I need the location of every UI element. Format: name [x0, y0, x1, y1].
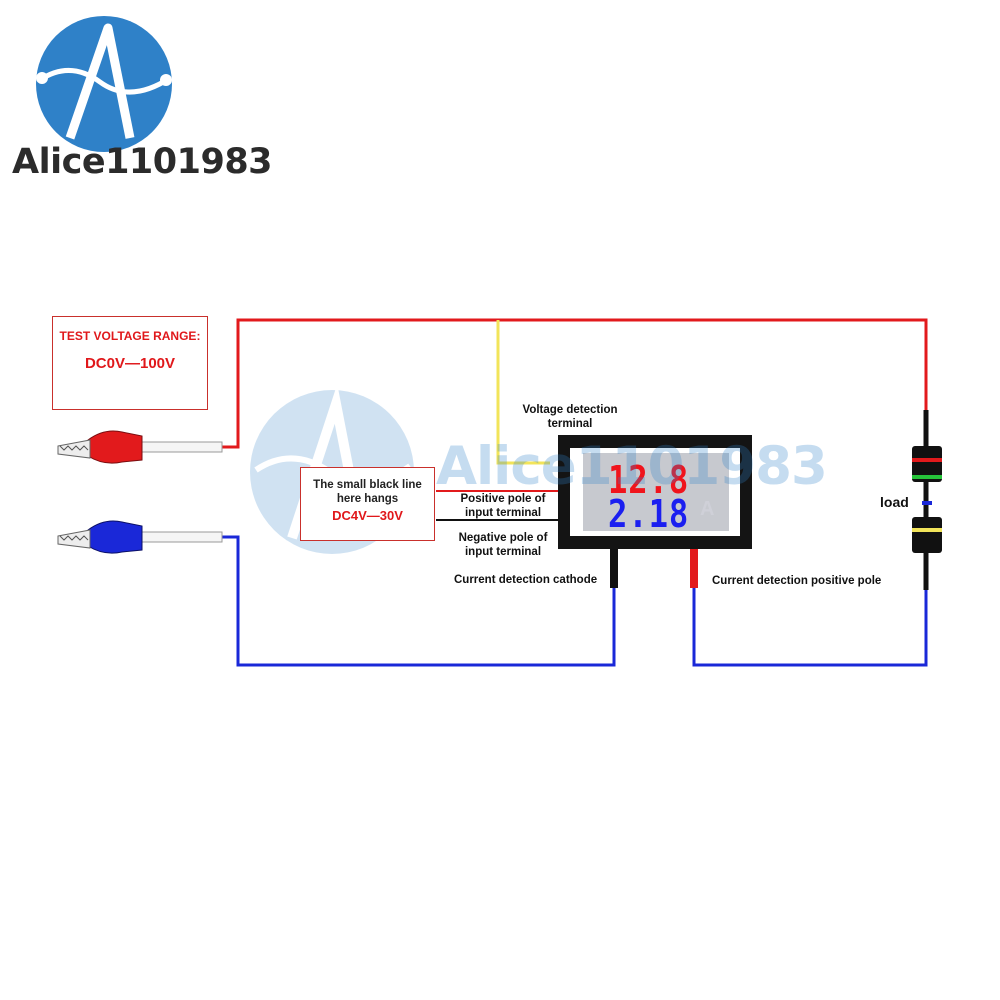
hang-value: DC4V—30V: [332, 508, 403, 523]
current-reading: 2.18: [608, 492, 690, 536]
load-return-wire: [692, 588, 928, 667]
negative-pole-line-1: Negative pole of: [458, 532, 548, 544]
blue-probe: [57, 520, 223, 554]
positive-pole-label: Positive pole of input terminal: [458, 492, 548, 520]
voltage-reading: 12.8: [608, 458, 690, 502]
voltage-detection-label: Voltage detection terminal: [518, 403, 622, 431]
load-resistor: [912, 410, 942, 590]
test-voltage-range-box: TEST VOLTAGE RANGE: DC0V—100V: [52, 316, 208, 410]
supply-range-box: The small black line here hangs DC4V—30V: [300, 467, 435, 541]
positive-pole-lead: [690, 548, 698, 588]
negative-pole-label: Negative pole of input terminal: [456, 531, 550, 559]
panel-meter: [558, 435, 752, 549]
watermark-text: Alice1101983: [436, 436, 828, 497]
voltage-detection-line-2: terminal: [547, 418, 593, 430]
current-unit: A: [700, 498, 715, 520]
range-title: TEST VOLTAGE RANGE:: [59, 329, 201, 343]
current-positive-label: Current detection positive pole: [712, 575, 882, 587]
brand-logo: [36, 16, 172, 152]
voltage-sense-wire: [496, 320, 550, 465]
positive-pole-line-1: Positive pole of: [460, 493, 546, 505]
range-value: DC0V—100V: [84, 355, 176, 372]
current-cathode-label: Current detection cathode: [454, 574, 598, 586]
load-label: load: [880, 494, 909, 510]
positive-pole-line-2: input terminal: [464, 507, 542, 519]
voltage-detection-line-1: Voltage detection: [522, 404, 618, 416]
brand-name: Alice1101983: [12, 142, 273, 182]
negative-pole-line-2: input terminal: [464, 546, 542, 558]
positive-wire: [220, 318, 928, 449]
cathode-lead: [610, 548, 618, 588]
hang-line-2: here hangs: [336, 493, 399, 505]
red-probe: [57, 430, 223, 464]
hang-line-1: The small black line: [313, 479, 422, 491]
negative-wire: [220, 535, 616, 667]
